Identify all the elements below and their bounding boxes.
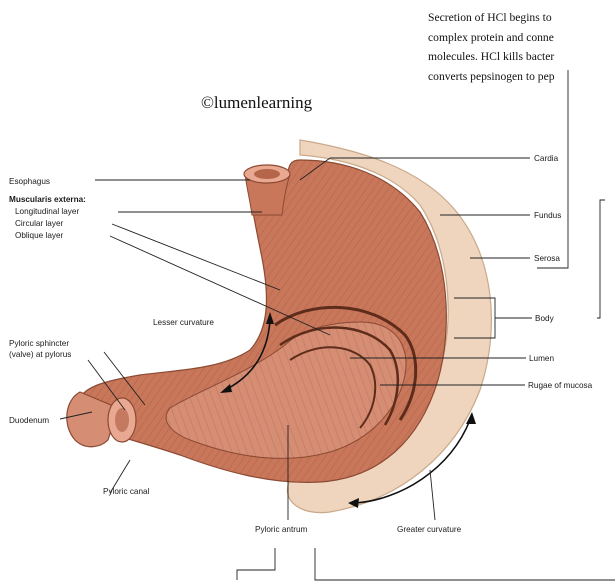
- label-cardia: Cardia: [534, 154, 559, 163]
- label-rugae-of-mucosa: Rugae of mucosa: [528, 381, 593, 390]
- label-circular-layer: Circular layer: [15, 219, 63, 228]
- label-lumen: Lumen: [529, 354, 554, 363]
- esophagus-lumen: [254, 169, 280, 179]
- pylorus-lumen: [115, 408, 129, 432]
- label-duodenum: Duodenum: [9, 416, 49, 425]
- label-body: Body: [535, 314, 555, 323]
- label-pyloric-sphincter: Pyloric sphincter: [9, 339, 69, 348]
- label-greater-curvature: Greater curvature: [397, 525, 462, 534]
- label-esophagus: Esophagus: [9, 177, 50, 186]
- label-pyloric-canal: Pyloric canal: [103, 487, 150, 496]
- label-oblique-layer: Oblique layer: [15, 231, 64, 240]
- label-fundus: Fundus: [534, 211, 561, 220]
- label-pyloric-valve: (valve) at pylorus: [9, 350, 71, 359]
- label-pyloric-antrum: Pyloric antrum: [255, 525, 308, 534]
- label-muscularis-externa: Muscularis externa:: [9, 195, 86, 204]
- label-serosa: Serosa: [534, 254, 560, 263]
- label-lesser-curvature: Lesser curvature: [153, 318, 214, 327]
- label-longitudinal-layer: Longitudinal layer: [15, 207, 79, 216]
